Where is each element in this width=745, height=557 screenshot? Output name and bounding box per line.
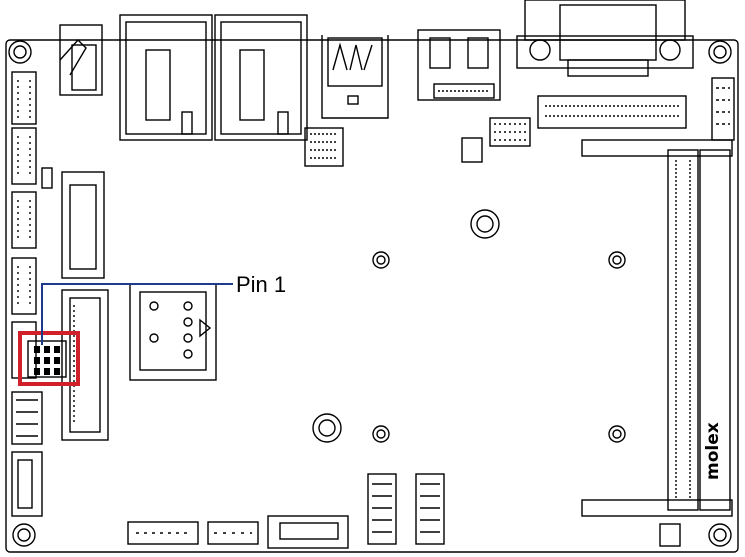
small-connector-bottom-right [659,523,681,547]
bottom-pin-header-left [367,473,397,545]
bottom-pin-header-right [415,473,445,545]
standoff-6 [608,425,626,443]
standoff-4 [312,413,342,443]
standoff-2 [372,251,390,269]
callout-line [41,283,233,345]
bottom-header-1 [127,521,199,545]
tiny-jumper [41,167,53,189]
bottom-header-2 [207,521,259,545]
standoff-1 [470,209,500,239]
standoff-5 [372,425,390,443]
sodimm-slot [581,139,733,517]
pin1-label: Pin 1 [236,272,286,297]
sim-holder [129,283,217,381]
hdmi-port [417,29,501,101]
usb-stack-right [214,14,308,141]
right-fan-connector [711,77,735,141]
left-header-3 [11,191,37,249]
left-header-5 [11,321,37,379]
target-jumper [27,340,67,378]
board-outline [5,39,739,553]
dc-jack [59,24,103,96]
mounting-hole-top-left [8,40,32,64]
mounting-hole-bottom-left [12,523,36,547]
usb-stack-left [119,14,213,141]
usb3-port [321,35,389,119]
m2-slot-upper [61,171,105,279]
sata-connector [267,515,349,549]
standoff-3 [608,251,626,269]
mounting-hole-bottom-right [708,523,732,547]
vga-connector [516,0,694,77]
left-header-7 [11,451,43,517]
buzzer [461,137,483,163]
m2-slot-lower [61,289,109,441]
molex-label: molex [703,422,723,480]
jumper-block-center [489,117,531,147]
left-header-6 [11,391,43,445]
expansion-header [537,95,687,129]
left-header-4 [11,257,37,315]
highlight-box [18,331,80,386]
small-chip [304,127,344,167]
left-header-2 [11,127,37,185]
mounting-hole-top-right [708,40,732,64]
left-header-1 [11,71,37,125]
